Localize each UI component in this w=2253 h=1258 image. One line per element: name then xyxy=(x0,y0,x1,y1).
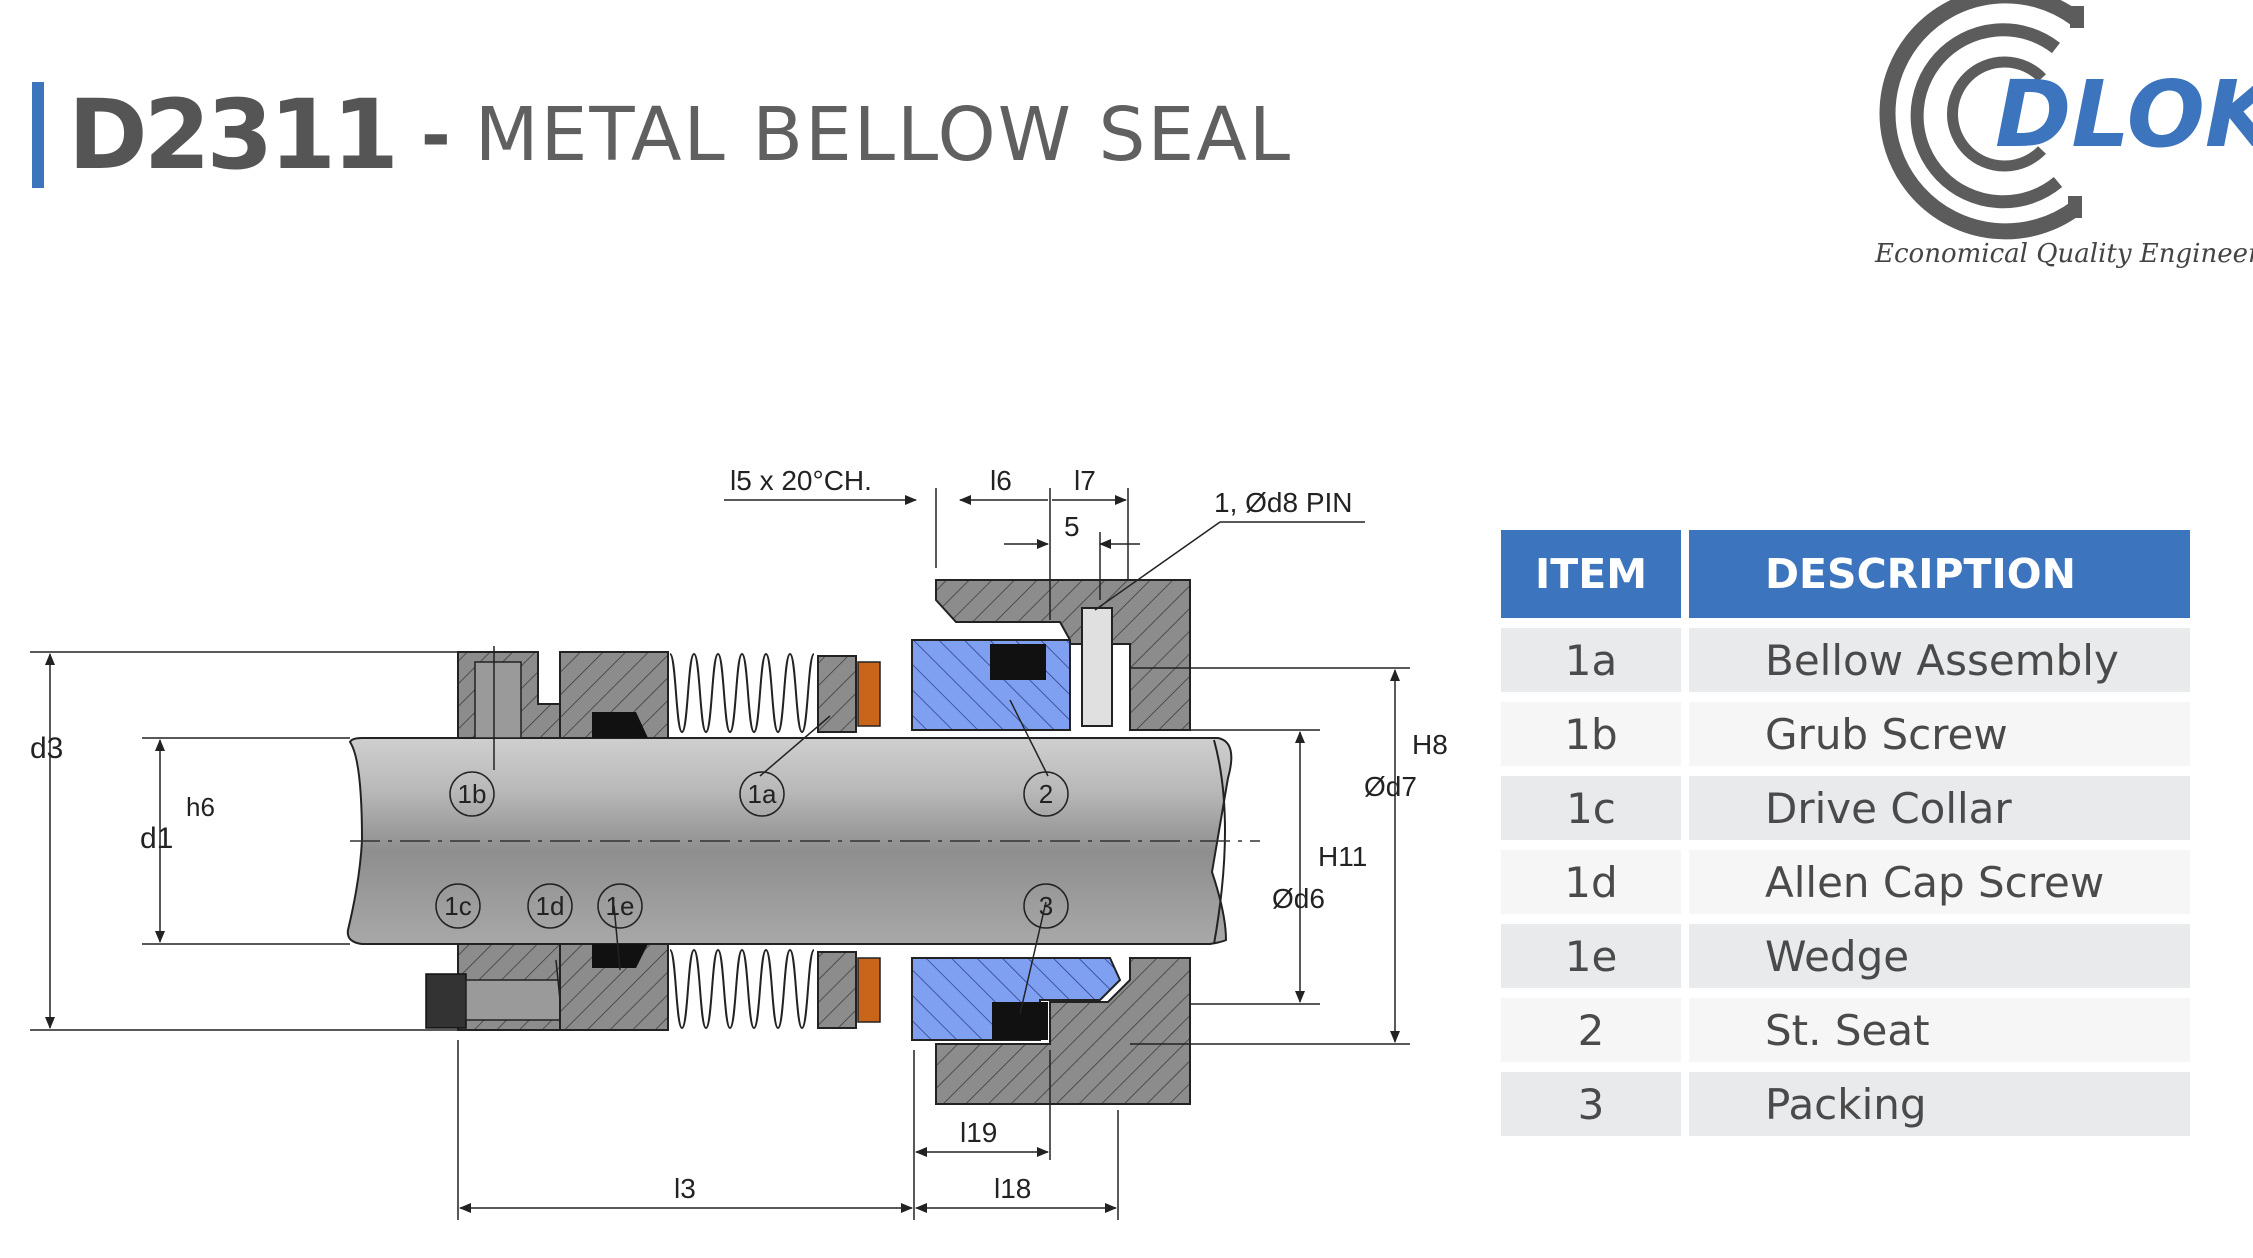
table-row: 1d Allen Cap Screw xyxy=(1501,850,2190,914)
callout-3: 3 xyxy=(1039,891,1053,921)
description-cell: Drive Collar xyxy=(1689,776,2190,840)
label-l7: l7 xyxy=(1074,465,1096,496)
label-l3: l3 xyxy=(674,1173,696,1204)
item-cell: 1b xyxy=(1501,702,1681,766)
lower-assembly xyxy=(425,943,1191,1105)
table-row: 1c Drive Collar xyxy=(1501,776,2190,840)
dlok-logo: DLOK Economical Quality Engineering xyxy=(1874,0,2253,269)
item-cell: 2 xyxy=(1501,998,1681,1062)
table-row: 1e Wedge xyxy=(1501,924,2190,988)
table-row: 1b Grub Screw xyxy=(1501,702,2190,766)
label-h8: H8 xyxy=(1412,729,1448,760)
label-h11: H11 xyxy=(1318,841,1367,872)
label-d6: Ød6 xyxy=(1272,883,1325,914)
item-cell: 1e xyxy=(1501,924,1681,988)
description-cell: Grub Screw xyxy=(1689,702,2190,766)
table-row: 2 St. Seat xyxy=(1501,998,2190,1062)
item-cell: 3 xyxy=(1501,1072,1681,1136)
header-item: ITEM xyxy=(1501,530,1681,618)
parts-table: ITEM DESCRIPTION 1a Bellow Assembly 1b G… xyxy=(1493,520,2198,1146)
callout-1a: 1a xyxy=(748,779,777,809)
seal-cross-section-diagram: d3 d1 h6 H8 Ød7 H11 Ød6 l5 x 20°CH. l6 l… xyxy=(30,465,1448,1220)
shaft xyxy=(346,737,1260,945)
page-header: D2311 - METAL BELLOW SEAL xyxy=(32,79,1293,191)
callout-2: 2 xyxy=(1039,779,1053,809)
callout-1d: 1d xyxy=(536,891,565,921)
description-cell: Allen Cap Screw xyxy=(1689,850,2190,914)
header-description: DESCRIPTION xyxy=(1689,530,2190,618)
label-h6: h6 xyxy=(186,792,215,822)
description-cell: Bellow Assembly xyxy=(1689,628,2190,692)
label-d7: Ød7 xyxy=(1364,771,1417,802)
table-row: 1a Bellow Assembly xyxy=(1501,628,2190,692)
logo-tagline: Economical Quality Engineering xyxy=(1874,239,2253,269)
item-cell: 1c xyxy=(1501,776,1681,840)
item-cell: 1a xyxy=(1501,628,1681,692)
item-cell: 1d xyxy=(1501,850,1681,914)
callout-1c: 1c xyxy=(444,891,471,921)
label-d1: d1 xyxy=(140,822,173,855)
description-cell: St. Seat xyxy=(1689,998,2190,1062)
label-l6: l6 xyxy=(990,465,1012,496)
label-l5: l5 x 20°CH. xyxy=(730,465,872,496)
upper-assembly xyxy=(457,579,1191,739)
callout-1b: 1b xyxy=(458,779,487,809)
page-title: METAL BELLOW SEAL xyxy=(474,92,1293,178)
label-d3: d3 xyxy=(30,732,63,765)
description-cell: Wedge xyxy=(1689,924,2190,988)
label-5: 5 xyxy=(1064,511,1080,542)
title-separator: - xyxy=(420,93,451,177)
dimension-lines xyxy=(30,488,1410,1220)
title-accent-bar xyxy=(32,82,44,188)
table-header-row: ITEM DESCRIPTION xyxy=(1501,530,2190,618)
product-code: D2311 xyxy=(68,79,399,191)
callout-1e: 1e xyxy=(606,891,635,921)
table-row: 3 Packing xyxy=(1501,1072,2190,1136)
description-cell: Packing xyxy=(1689,1072,2190,1136)
logo-wordmark: DLOK xyxy=(1995,61,2253,168)
label-pin: 1, Ød8 PIN xyxy=(1214,487,1353,518)
label-l18: l18 xyxy=(994,1173,1031,1204)
label-l19: l19 xyxy=(960,1117,997,1148)
